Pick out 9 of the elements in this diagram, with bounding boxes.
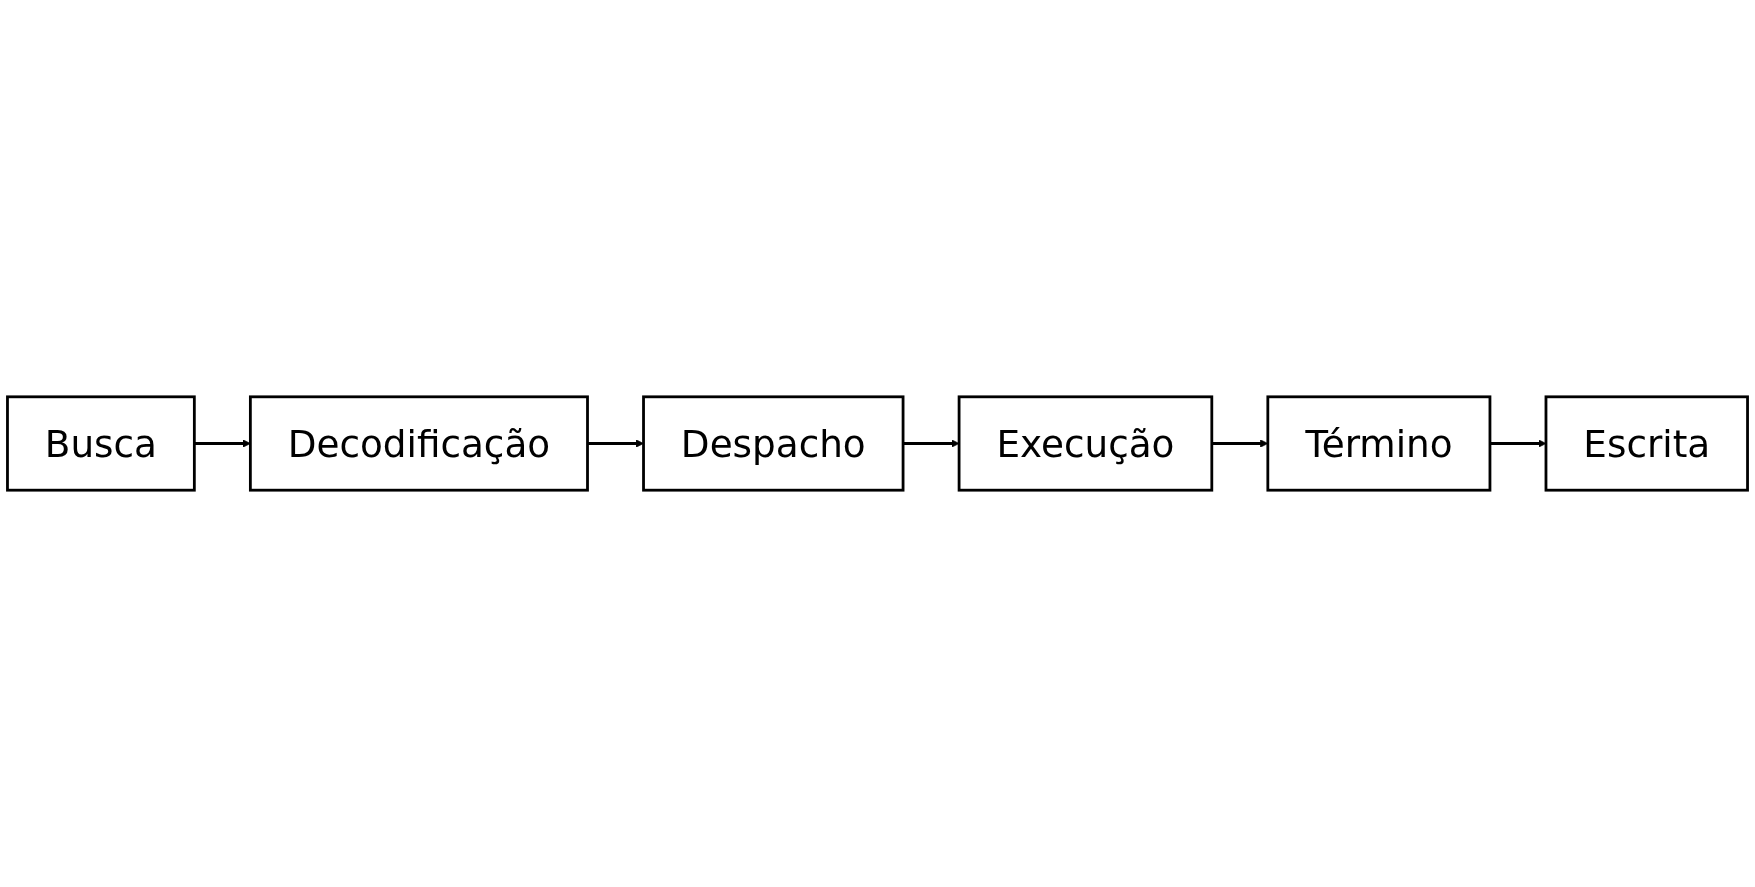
arrow [587, 439, 644, 448]
node-box: Execução [957, 395, 1214, 492]
arrow [194, 439, 251, 448]
node-box: Decodificação [248, 395, 589, 492]
node-box: Término [1266, 395, 1492, 492]
arrow [903, 439, 960, 448]
node-box: Escrita [1544, 395, 1749, 492]
node-box: Busca [6, 395, 196, 492]
node-box: Despacho [642, 395, 905, 492]
